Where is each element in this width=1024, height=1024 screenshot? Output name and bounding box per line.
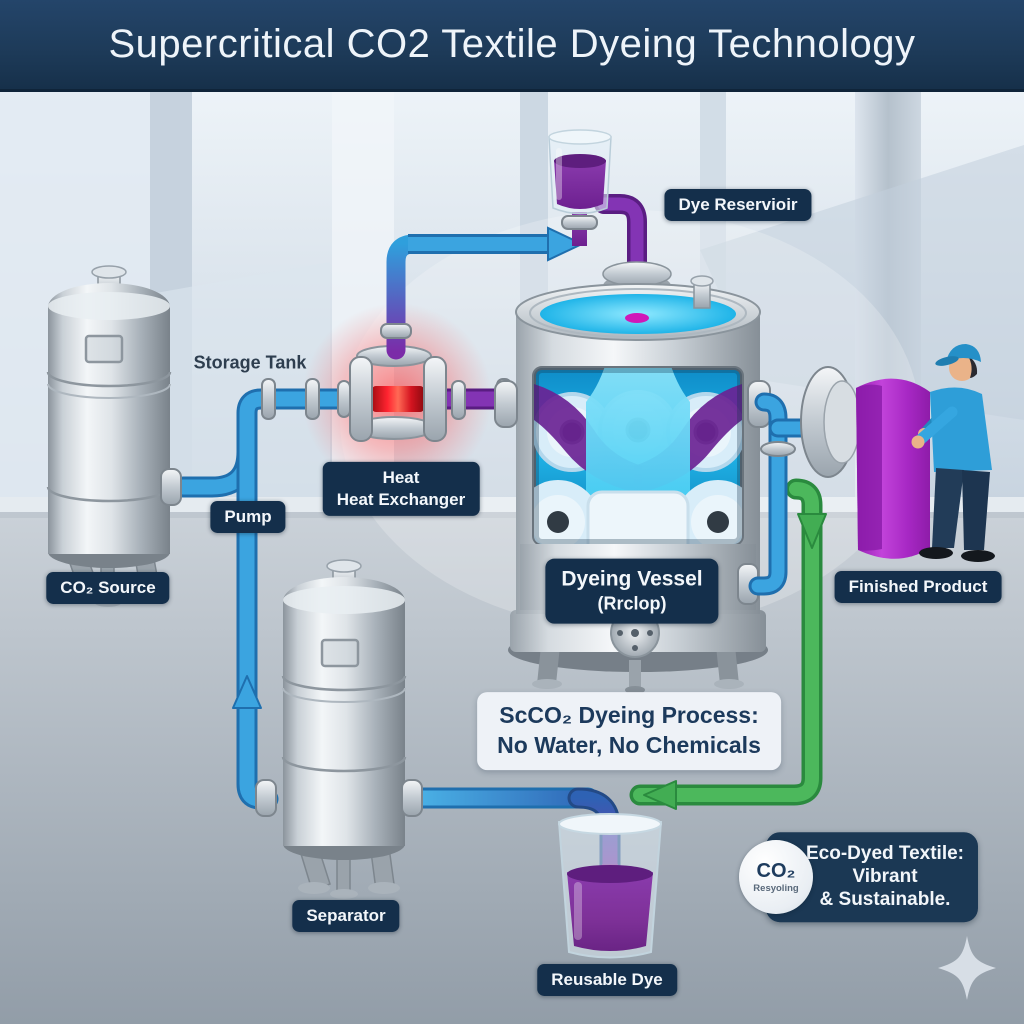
worker <box>911 344 995 562</box>
eco-line2: Vibrant <box>852 866 918 888</box>
label-co2-source: CO₂ Source <box>46 571 170 605</box>
finished-product-station <box>800 344 995 562</box>
process-note: ScCO₂ Dyeing Process: No Water, No Chemi… <box>477 692 781 770</box>
separator-port <box>320 638 360 668</box>
reusable-dye-beaker <box>557 813 663 959</box>
co2-recycling-badge: CO₂ Resyoling <box>739 840 813 914</box>
badge-gas-text: CO₂ <box>756 859 796 882</box>
blue-up-arrow <box>232 675 262 709</box>
label-separator: Separator <box>292 899 400 933</box>
heat-exchanger-line2: Heat Exchanger <box>336 490 466 509</box>
tank-port <box>84 334 124 364</box>
eco-line3: & Sustainable. <box>819 889 951 911</box>
eco-line1: Eco-Dyed Textile: <box>805 843 965 865</box>
co2-source-tank <box>46 265 182 607</box>
green-left-arrow <box>643 780 677 810</box>
process-note-line1: ScCO₂ Dyeing Process: <box>499 702 759 729</box>
badge-caption-text: Resyoling <box>753 882 799 894</box>
heat-core <box>372 386 424 412</box>
right-blue-loop <box>748 392 816 596</box>
label-heat-exchanger: Heat Heat Exchanger <box>322 461 480 517</box>
sparkle-icon <box>938 936 996 1000</box>
tank-outlet-flange <box>160 468 182 506</box>
label-dyeing-vessel: Dyeing Vessel (Rrclop) <box>545 558 719 624</box>
label-reusable-dye: Reusable Dye <box>537 963 677 997</box>
top-co2-line <box>408 226 585 262</box>
dye-reservoir <box>548 129 647 272</box>
co2-cascade <box>586 368 690 544</box>
dyeing-vessel <box>494 261 771 694</box>
title-banner: Supercritical CO2 Textile Dyeing Technol… <box>0 0 1024 92</box>
separator-tank <box>255 559 423 899</box>
process-note-line2: No Water, No Chemicals <box>497 732 761 758</box>
vessel-left-flange <box>494 380 518 428</box>
dyeing-vessel-line1: Dyeing Vessel <box>561 567 703 591</box>
center-fabric-roll <box>586 490 690 544</box>
heat-exchanger-line1: Heat <box>382 467 420 487</box>
green-down-arrow <box>797 513 827 549</box>
blue-right-arrow <box>547 226 585 262</box>
funnel-flange <box>561 215 598 230</box>
label-finished-product: Finished Product <box>834 570 1002 604</box>
dyeing-vessel-line2: (Rrclop) <box>597 593 667 614</box>
label-storage-tank: Storage Tank <box>193 352 307 373</box>
page-title: Supercritical CO2 Textile Dyeing Technol… <box>108 22 916 66</box>
label-dye-reservoir: Dye Reservioir <box>664 188 812 222</box>
label-pump: Pump <box>210 500 286 534</box>
eco-callout: Eco-Dyed Textile: Vibrant & Sustainable. <box>765 832 979 922</box>
